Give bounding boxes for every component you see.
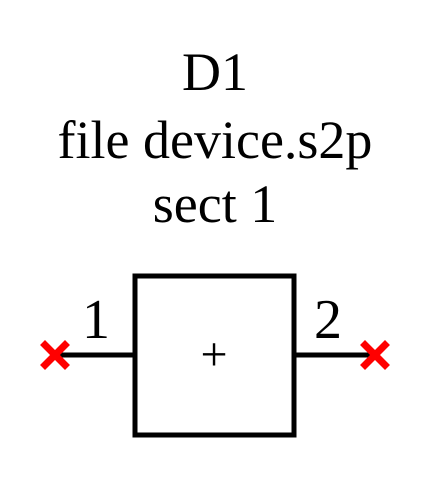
component-symbol: +: [200, 328, 227, 381]
component-file-label: file device.s2p: [58, 110, 373, 170]
port-2-number: 2: [314, 289, 342, 351]
port-1-marker-icon[interactable]: [40, 340, 70, 370]
component-designator: D1: [182, 42, 248, 102]
component-body[interactable]: [132, 273, 297, 438]
port-1-number: 1: [82, 289, 110, 351]
port-2-marker-icon[interactable]: [360, 340, 390, 370]
component-section-label: sect 1: [153, 174, 277, 234]
